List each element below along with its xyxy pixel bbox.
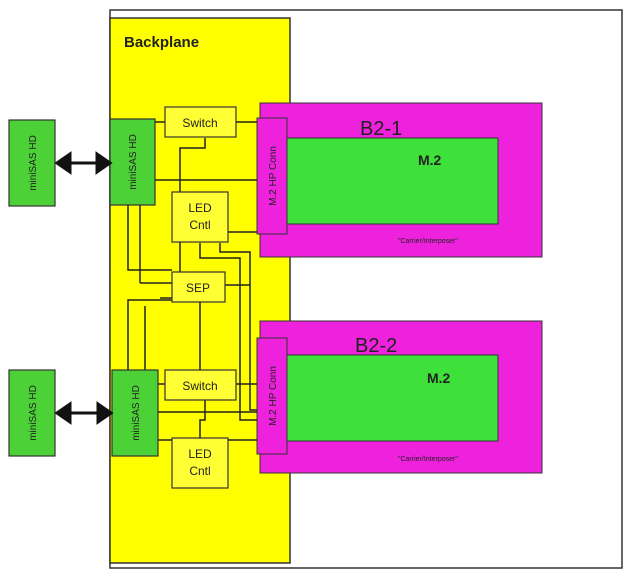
backplane-minisas-hd-1 [109,118,156,206]
m2-module-1 [285,137,499,225]
switch-2 [164,369,237,401]
led-controller-2-line1: LED [188,447,212,461]
m2-module-2 [285,354,499,442]
switch-1-label: Switch [182,116,217,130]
double-arrow-icon-1 [54,151,113,175]
external-minisas-hd-2-label: miniSAS HD [28,385,39,441]
carrier-b2-1-title: B2-1 [360,118,402,140]
external-minisas-hd-1 [8,119,56,207]
backplane-minisas-hd-1-label: miniSAS HD [128,134,139,190]
external-minisas-hd-2 [8,369,56,457]
backplane-minisas-hd-2-label: miniSAS HD [131,385,142,441]
sep-box [171,271,226,303]
led-controller-1-line1: LED [188,201,212,215]
m2-hp-conn-2-label: M.2 HP Conn [268,366,279,426]
carrier-b2-1-caption: "Carrier/Interposer" [398,238,458,245]
carrier-b2-2-caption: "Carrier/Interposer" [398,456,458,463]
external-minisas-hd-1-label: miniSAS HD [28,135,39,191]
sep-label: SEP [186,281,210,295]
led-controller-2-line2: Cntl [189,464,210,478]
m2-module-2-label: M.2 [427,370,451,386]
led-controller-1 [171,191,229,243]
backplane-minisas-hd-2 [111,369,159,457]
carrier-b2-2-title: B2-2 [355,335,397,357]
m2-module-1-label: M.2 [418,152,442,168]
switch-2-label: Switch [182,379,217,393]
led-controller-1-line2: Cntl [189,218,210,232]
wiring [127,121,257,441]
m2-hp-conn-1 [256,117,288,235]
switch-1 [164,106,237,138]
led-controller-2 [171,437,229,489]
backplane-label: Backplane [124,34,199,51]
m2-hp-conn-2 [256,337,288,455]
m2-hp-conn-1-label: M.2 HP Conn [268,146,279,206]
double-arrow-icon-2 [54,401,114,425]
